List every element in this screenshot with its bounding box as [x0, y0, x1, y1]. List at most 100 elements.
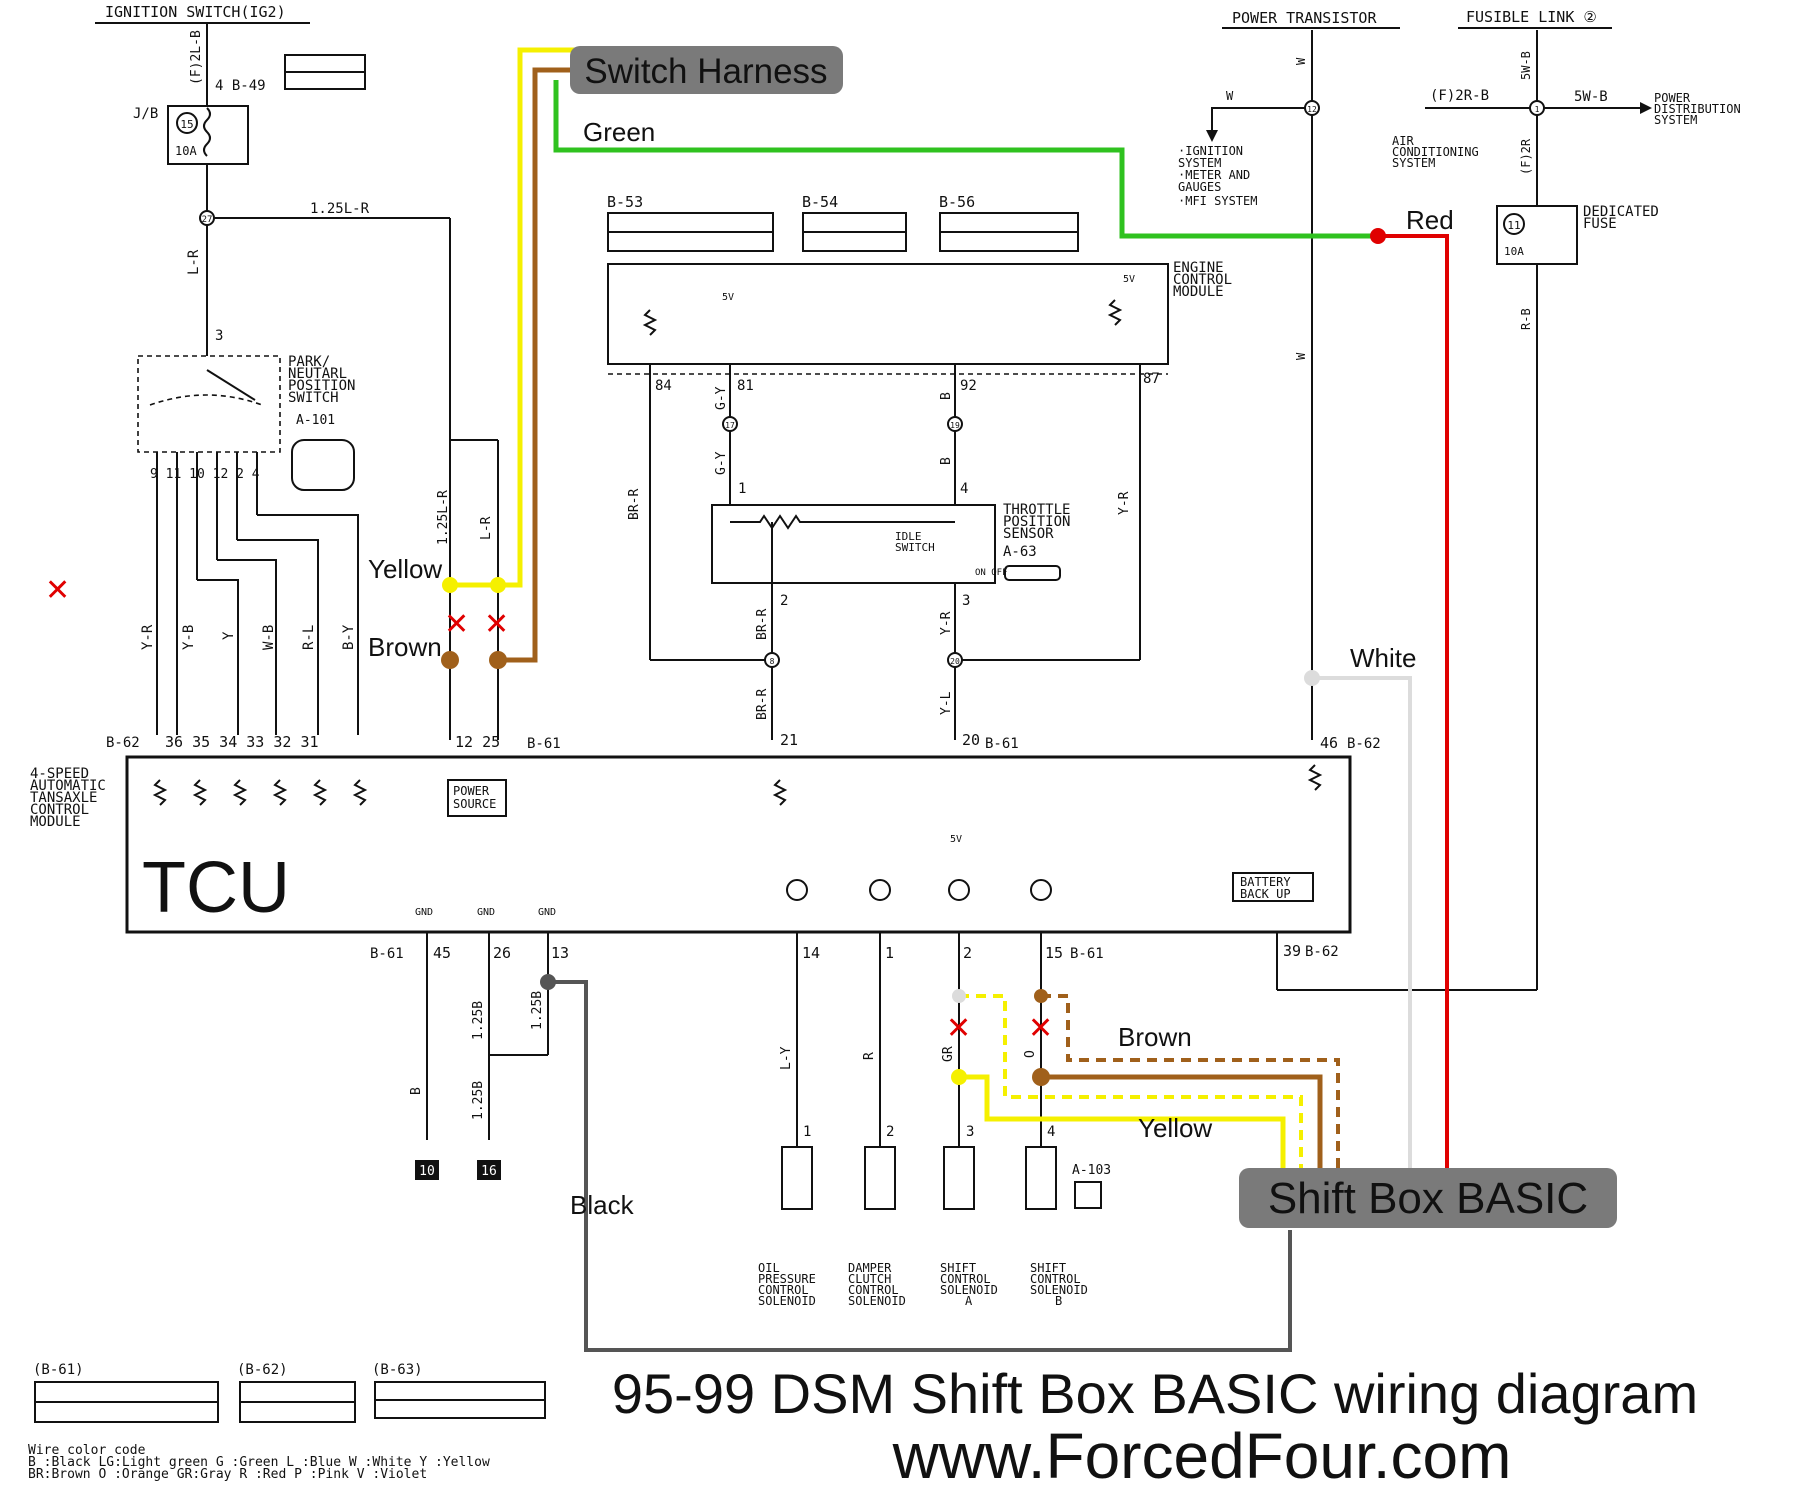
solenoid-coils: [781, 1146, 1057, 1210]
red-wire: [1378, 234, 1449, 1170]
svg-text:Y-R: Y-R: [140, 624, 156, 650]
wire-color-label: BR-R: [627, 489, 642, 520]
ecm-resistor: [642, 309, 658, 336]
tcu-left-wire-labels: Y-R Y-B Y W-B R-L B-Y: [140, 624, 357, 650]
svg-text:13: 13: [551, 944, 569, 962]
shift-yellow-wire: [959, 1074, 1286, 1170]
svg-text:(B-62): (B-62): [237, 1362, 288, 1378]
svg-text:CONTROL: CONTROL: [758, 1283, 809, 1297]
svg-text:SWITCH: SWITCH: [895, 541, 935, 554]
svg-text:A-63: A-63: [1003, 544, 1037, 560]
cut-mark: ✕: [45, 574, 70, 607]
svg-text:POSITION: POSITION: [1003, 514, 1070, 530]
tps-resistor: [730, 514, 955, 530]
svg-text:FUSE: FUSE: [1583, 216, 1617, 232]
svg-text:1: 1: [885, 944, 894, 962]
svg-text:21: 21: [780, 731, 798, 749]
svg-text:✕: ✕: [444, 608, 469, 641]
wire-color-label: Y-R: [939, 611, 954, 635]
wire-color-label: Y-R: [1117, 491, 1132, 515]
svg-text:BACK UP: BACK UP: [1240, 887, 1291, 901]
brown-label: Brown: [368, 632, 442, 662]
connector-ref: 4 B-49: [215, 78, 266, 94]
svg-text:ON OFF: ON OFF: [975, 568, 1008, 578]
svg-text:45: 45: [433, 944, 451, 962]
svg-text:36 35 34 33 32 31: 36 35 34 33 32 31: [165, 733, 319, 751]
svg-text:CONTROL: CONTROL: [30, 802, 89, 818]
switch-arc: [149, 394, 263, 406]
svg-text:SENSOR: SENSOR: [1003, 526, 1054, 542]
svg-text:B-Y: B-Y: [341, 624, 357, 650]
nps-pin-lines: [156, 452, 359, 735]
svg-text:2: 2: [963, 944, 972, 962]
ecm-label: ENGINE: [1173, 260, 1224, 276]
wire-color-label: 1.25L-R: [310, 201, 370, 217]
svg-text:NEUTARL: NEUTARL: [288, 366, 347, 382]
svg-text:R-B: R-B: [1519, 308, 1533, 330]
svg-text:R: R: [862, 1052, 877, 1060]
svg-text:SYSTEM: SYSTEM: [1178, 156, 1221, 170]
svg-text:POWER: POWER: [1654, 91, 1691, 105]
svg-text:CONTROL: CONTROL: [1173, 272, 1232, 288]
solenoid-labels: OIL PRESSURE CONTROL SOLENOID DAMPER CLU…: [758, 1261, 1088, 1308]
svg-text:B :Black LG:Light green G :: B :Black LG:Light green G :Green L :Blue…: [28, 1455, 490, 1470]
wire-color-label: 1.25L-R: [436, 490, 451, 545]
tcu-description: 4-SPEED: [30, 766, 89, 782]
svg-text:20: 20: [950, 657, 960, 666]
throttle-position-sensor-box: [711, 504, 996, 584]
connector-ref: B-54: [802, 193, 838, 211]
connector-ref: B-56: [939, 193, 975, 211]
svg-text:✕: ✕: [484, 608, 509, 641]
svg-text:15: 15: [1045, 944, 1063, 962]
yellow-label: Yellow: [368, 554, 442, 584]
svg-text:4: 4: [960, 481, 968, 497]
diagram-title: 95-99 DSM Shift Box BASIC wiring diagram: [612, 1362, 1698, 1425]
svg-text:1.25B: 1.25B: [471, 1001, 486, 1040]
svg-text:1: 1: [738, 481, 746, 497]
svg-text:MODULE: MODULE: [30, 814, 81, 830]
svg-text:87: 87: [1143, 371, 1160, 387]
wire-color-label: (F)2L-B: [189, 30, 204, 85]
svg-text:B-61: B-61: [1070, 946, 1104, 962]
svg-text:CONTROL: CONTROL: [1030, 1272, 1081, 1286]
jb-label: J/B: [133, 106, 158, 122]
splice-dots: [441, 228, 1386, 1086]
svg-text:SOLENOID: SOLENOID: [758, 1294, 816, 1308]
cut-marks: ✕ ✕ ✕ ✕: [444, 608, 1053, 1045]
website-label: www.ForcedFour.com: [892, 1420, 1512, 1492]
svg-text:OIL: OIL: [758, 1261, 780, 1275]
svg-text:SOURCE: SOURCE: [453, 797, 496, 811]
svg-text:Y-B: Y-B: [181, 625, 197, 650]
svg-text:11: 11: [1507, 219, 1520, 232]
svg-text:GAUGES: GAUGES: [1178, 180, 1221, 194]
svg-text:POSITION: POSITION: [288, 378, 355, 394]
shift-box-callout: [1239, 1168, 1617, 1228]
svg-text:1: 1: [1535, 105, 1540, 114]
transistor-icons: [786, 879, 1052, 901]
svg-text:SOLENOID: SOLENOID: [1030, 1283, 1088, 1297]
svg-text:92: 92: [960, 378, 977, 394]
svg-text:B-62: B-62: [106, 735, 140, 751]
svg-text:✕: ✕: [946, 1012, 971, 1045]
green-label: Green: [583, 117, 655, 147]
svg-text:W: W: [1294, 57, 1308, 65]
svg-text:84: 84: [655, 378, 672, 394]
svg-text:PRESSURE: PRESSURE: [758, 1272, 816, 1286]
battery-backup-box: [1232, 872, 1314, 902]
wire-color-label: Y-L: [939, 691, 954, 715]
svg-text:POWER: POWER: [453, 784, 490, 798]
svg-text:12 25: 12 25: [455, 733, 500, 751]
svg-text:5V: 5V: [950, 834, 962, 845]
svg-text:W: W: [1226, 89, 1234, 103]
power-source-box: [447, 779, 507, 817]
svg-text:B-61: B-61: [370, 946, 404, 962]
svg-text:B-61: B-61: [985, 736, 1019, 752]
svg-text:IDLE: IDLE: [895, 530, 922, 543]
svg-text:2: 2: [780, 593, 788, 609]
power-transistor-title: POWER TRANSISTOR: [1232, 9, 1377, 27]
ignition-system-label: ·IGNITION: [1178, 144, 1243, 158]
svg-text:W: W: [1294, 352, 1308, 360]
ground-10-icon: [415, 1160, 439, 1180]
svg-text:GND: GND: [415, 907, 433, 918]
